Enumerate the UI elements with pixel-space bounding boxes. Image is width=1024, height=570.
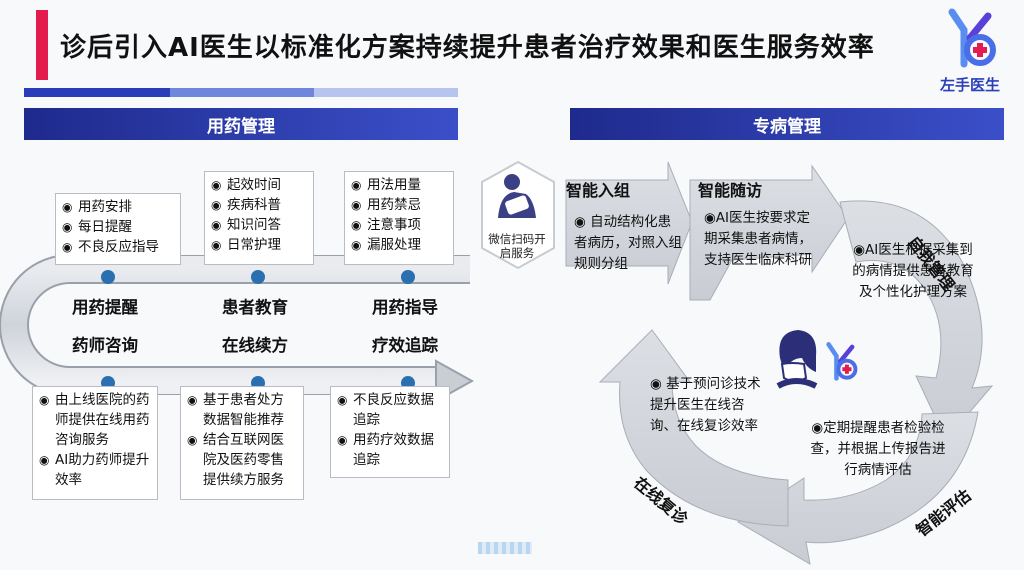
phase-smart-followup: 智能随访 bbox=[698, 181, 763, 200]
title-stripe-2 bbox=[170, 88, 314, 97]
info-box-patient-education: ◉起效时间 ◉疾病科普 ◉知识问答 ◉日常护理 bbox=[204, 171, 314, 265]
brand-logo-icon bbox=[948, 8, 996, 68]
title-accent-bar bbox=[36, 10, 48, 80]
info-box-pharmacist-consult: ◉由上线医院的药师提供在线用药咨询服务 ◉AI助力药师提升效率 bbox=[32, 386, 158, 500]
label-medication-guidance: 用药指导 bbox=[372, 298, 438, 317]
info-box-medication-reminder: ◉用药安排 ◉每日提醒 ◉不良反应指导 bbox=[55, 193, 181, 265]
label-efficacy-tracking: 疗效追踪 bbox=[372, 336, 438, 355]
text-online-revisit: ◉ 基于预问诊技术提升医生在线咨询、在线复诊效率 bbox=[650, 376, 761, 434]
timeline-dot bbox=[401, 270, 415, 284]
label-pharmacist-consult: 药师咨询 bbox=[72, 336, 138, 355]
brand-mini-icon bbox=[826, 342, 858, 381]
page-title: 诊后引入AI医生以标准化方案持续提升患者治疗效果和医生服务效率 bbox=[60, 33, 875, 63]
info-box-medication-guidance: ◉用法用量 ◉用药禁忌 ◉注意事项 ◉漏服处理 bbox=[344, 171, 454, 265]
info-box-efficacy-tracking: ◉不良反应数据追踪 ◉用药疗效数据追踪 bbox=[330, 386, 450, 478]
text-smart-followup: ◉AI医生按要求定期采集患者病情，支持医生临床科研 bbox=[704, 210, 812, 268]
phase-smart-enrollment: 智能入组 bbox=[566, 181, 631, 200]
text-self-management: ◉AI医生根据采集到的病情提供患者教育及个性化护理方案 bbox=[852, 242, 974, 300]
disease-management-cycle bbox=[565, 161, 994, 565]
section-header-disease: 专病管理 bbox=[570, 108, 1004, 140]
timeline-dot bbox=[251, 270, 265, 284]
label-medication-reminder: 用药提醒 bbox=[72, 298, 138, 317]
scan-hint-text: 微信扫码开启服务 bbox=[488, 232, 546, 260]
timeline-dot bbox=[101, 270, 115, 284]
brand-logo-text: 左手医生 bbox=[940, 76, 1001, 94]
label-patient-education: 患者教育 bbox=[222, 298, 288, 317]
info-box-online-refill: ◉基于患者处方数据智能推荐 ◉结合互联网医院及医药零售提供续方服务 bbox=[180, 386, 304, 500]
scan-badge bbox=[481, 160, 555, 270]
section-header-medication: 用药管理 bbox=[24, 108, 458, 140]
title-stripe-1 bbox=[24, 88, 170, 97]
footer-watermark bbox=[478, 542, 532, 554]
ai-doctor-icon bbox=[776, 330, 818, 389]
text-smart-enrollment: ◉ 自动结构化患者病历，对照入组规则分组 bbox=[574, 214, 682, 272]
text-smart-assessment: ◉定期提醒患者检验检查，并根据上传报告进行病情评估 bbox=[810, 420, 946, 478]
label-online-refill: 在线续方 bbox=[222, 336, 288, 355]
title-stripe-3 bbox=[314, 88, 458, 97]
